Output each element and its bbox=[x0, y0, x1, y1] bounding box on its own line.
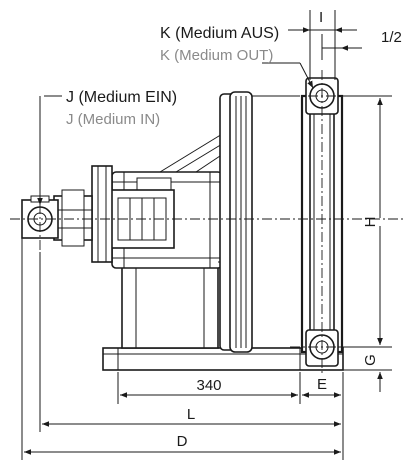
motor-pedestal bbox=[121, 265, 219, 349]
centre-lines bbox=[10, 70, 406, 374]
dimension-d bbox=[21, 238, 344, 460]
fan-shroud bbox=[219, 91, 300, 353]
pump-flange bbox=[91, 165, 113, 263]
label-340: 340 bbox=[196, 377, 221, 394]
dimension-half bbox=[321, 34, 362, 60]
label-i: I bbox=[319, 9, 323, 26]
label-k-en: K (Medium OUT) bbox=[160, 47, 273, 64]
label-j-en: J (Medium IN) bbox=[66, 111, 160, 128]
dimension-l bbox=[39, 252, 344, 432]
pump-body bbox=[53, 189, 93, 247]
label-l: L bbox=[187, 406, 195, 423]
dimension-h bbox=[338, 95, 392, 348]
label-g: G bbox=[362, 354, 379, 366]
leader-k bbox=[262, 62, 314, 89]
dimension-g bbox=[343, 336, 392, 392]
dimension-e bbox=[302, 372, 344, 404]
label-k-de: K (Medium AUS) bbox=[160, 25, 279, 42]
label-d: D bbox=[177, 433, 188, 450]
dimension-i bbox=[288, 10, 357, 80]
dimension-340 bbox=[117, 372, 301, 404]
label-h: H bbox=[362, 217, 379, 228]
label-half: 1/2 bbox=[381, 29, 402, 46]
label-e: E bbox=[317, 376, 327, 393]
leader-j bbox=[37, 95, 62, 205]
label-j-de: J (Medium EIN) bbox=[66, 89, 177, 106]
